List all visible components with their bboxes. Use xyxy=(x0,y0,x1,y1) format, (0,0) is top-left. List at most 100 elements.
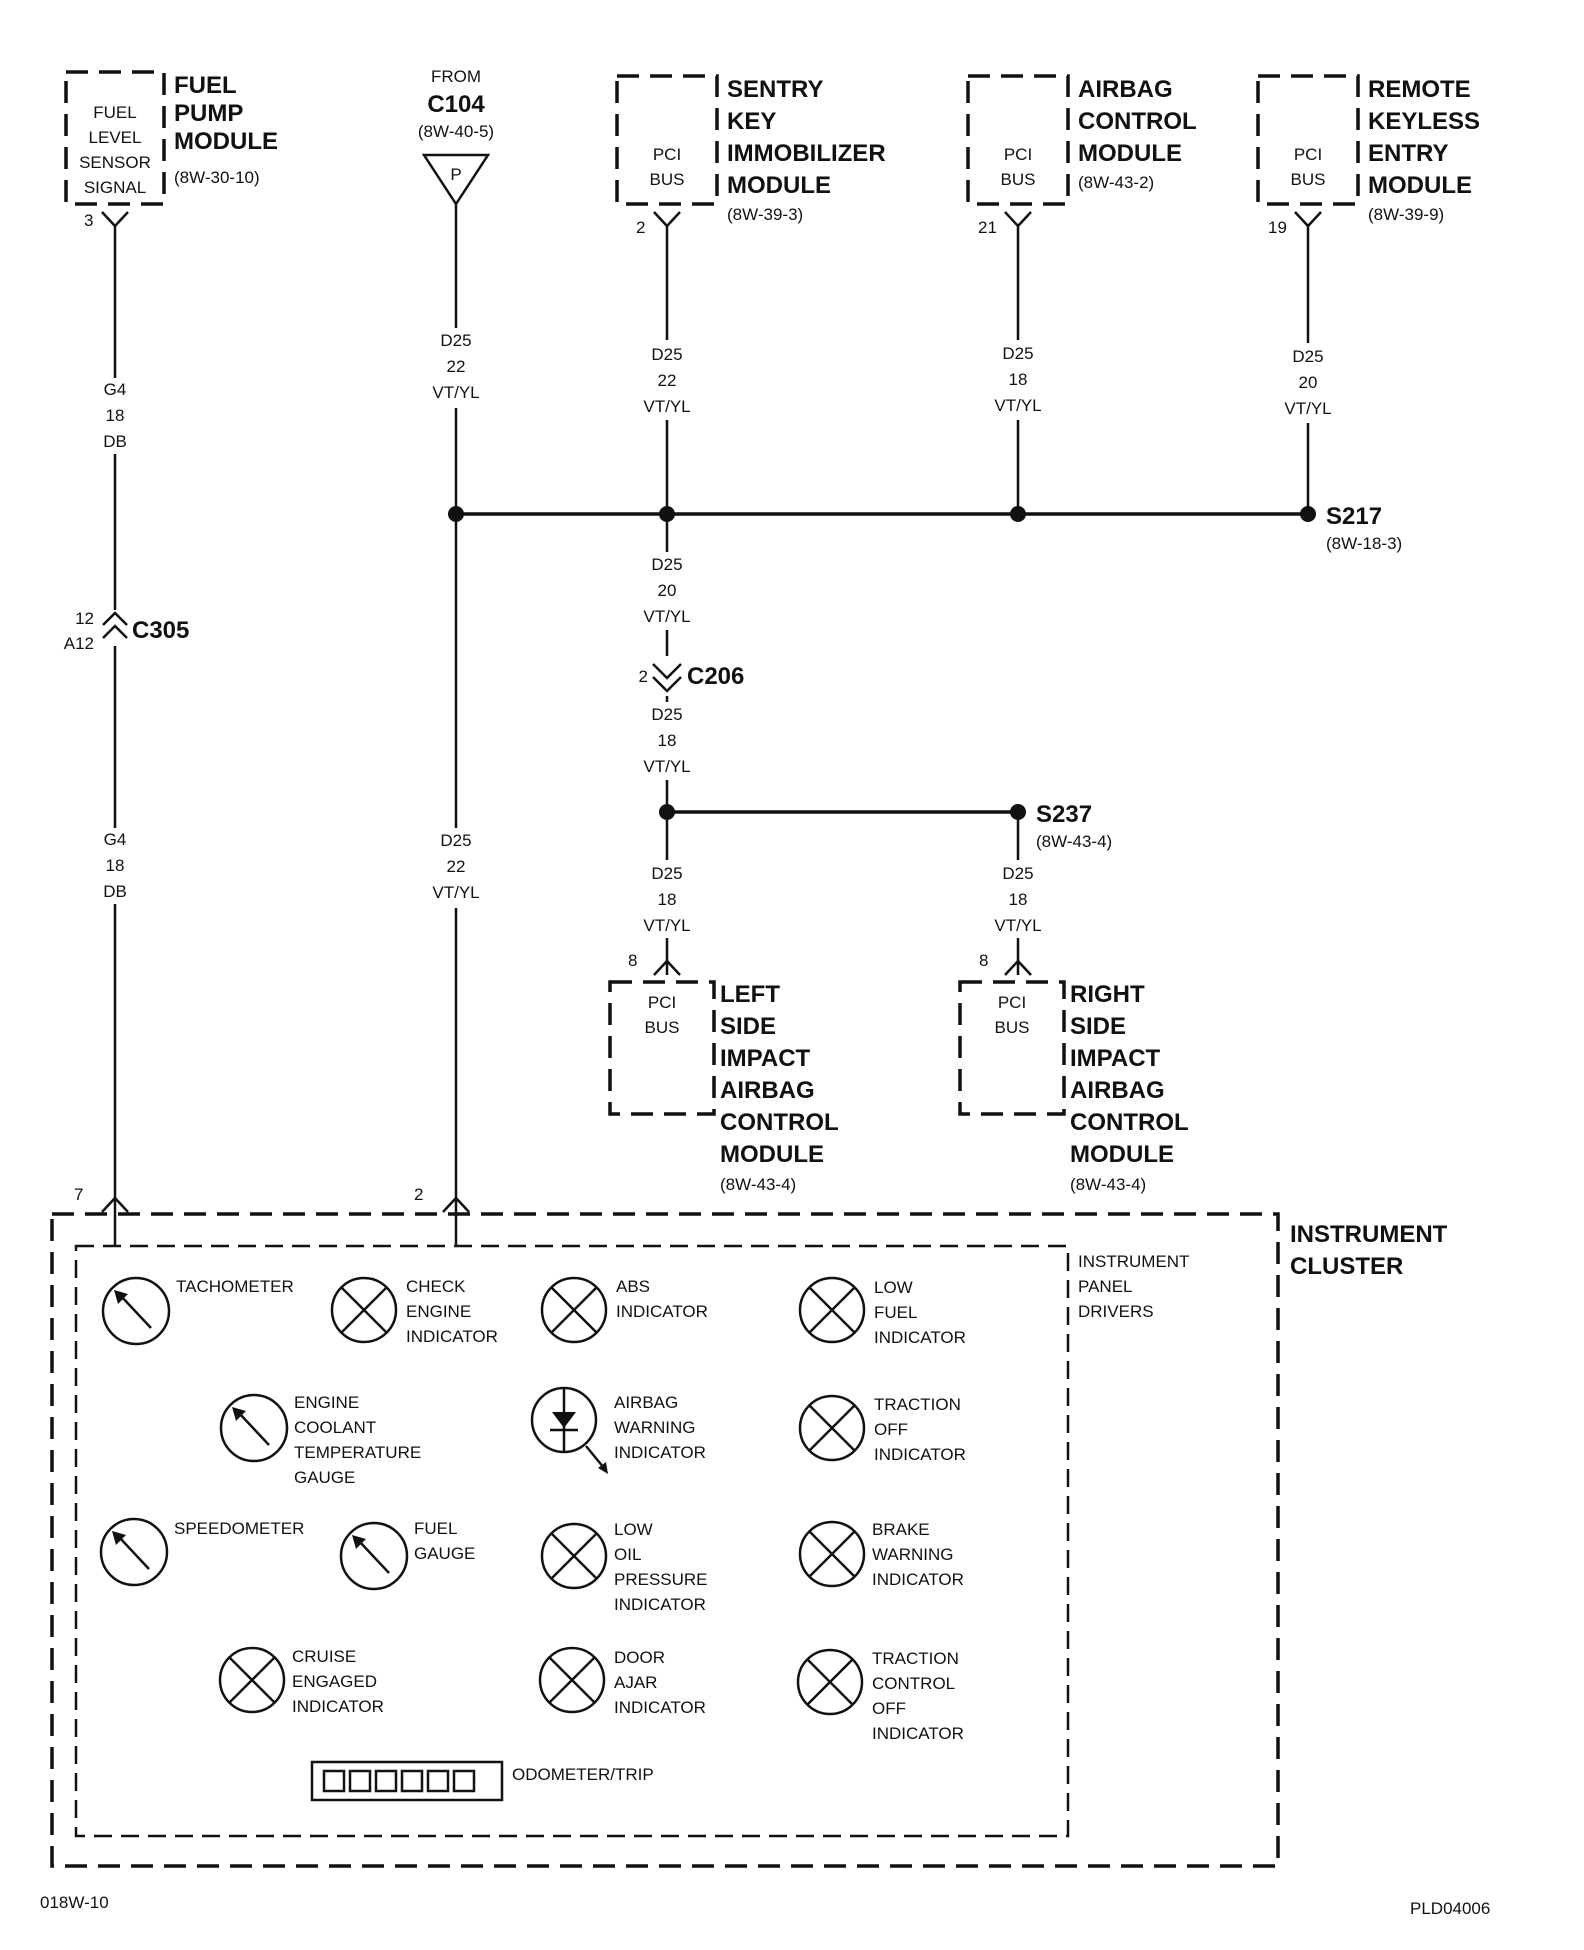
speedometer-label: SPEEDOMETER xyxy=(174,1519,304,1538)
lamp-cross xyxy=(808,1286,856,1334)
instrument-cluster: INSTRUMENT CLUSTER INSTRUMENT PANEL DRIV… xyxy=(50,1185,1448,1868)
lamp-cross xyxy=(550,1286,598,1334)
left-airbag-box-line: PCI xyxy=(648,993,676,1012)
fuel-wire-label: G4 xyxy=(104,380,127,399)
coolant-label: COOLANT xyxy=(294,1418,376,1437)
c104-wire-label: VT/YL xyxy=(432,383,479,402)
check-engine-label: ENGINE xyxy=(406,1302,471,1321)
traction-control-off-indicator: TRACTION CONTROL OFF INDICATOR xyxy=(796,1648,964,1743)
cruise-lamp-icon xyxy=(218,1646,286,1714)
odometer-display-icon xyxy=(310,1760,504,1802)
odometer-trip-display: ODOMETER/TRIP xyxy=(310,1760,654,1802)
splice-dot xyxy=(1010,506,1026,522)
cluster-pin-fuel: 7 xyxy=(74,1185,83,1204)
cluster-bus-terminal-icon xyxy=(442,1196,470,1213)
panel-drivers-label: INSTRUMENT xyxy=(1078,1252,1189,1271)
fuel-label-bg xyxy=(93,828,137,904)
right-airbag-title: CONTROL xyxy=(1070,1109,1189,1136)
gauge-needle xyxy=(238,1412,270,1446)
remote-box-line: PCI xyxy=(1294,145,1322,164)
airbag-title: CONTROL xyxy=(1078,108,1197,135)
c104-wire-label: VT/YL xyxy=(432,883,479,902)
lamp-cross xyxy=(808,1404,856,1452)
coolant-gauge-icon xyxy=(219,1393,289,1463)
remote-title: REMOTE xyxy=(1368,76,1471,103)
left-wire-label: D25 xyxy=(651,864,682,883)
remote-keyless-module: PCI BUS REMOTE KEYLESS ENTRY MODULE (8W-… xyxy=(1256,74,1480,237)
cluster-title: CLUSTER xyxy=(1290,1253,1403,1280)
gauge-needle xyxy=(120,1295,152,1329)
bus-wire-label: D25 xyxy=(651,555,682,574)
right-airbag-terminal-icon xyxy=(1004,959,1032,976)
traction-control-off-label: TRACTION xyxy=(872,1649,959,1668)
brake-warning-label: WARNING xyxy=(872,1545,954,1564)
fuel-gauge-label: FUEL xyxy=(414,1519,457,1538)
panel-drivers-label: PANEL xyxy=(1078,1277,1133,1296)
right-airbag-ref: (8W-43-4) xyxy=(1070,1175,1146,1194)
cruise-label: CRUISE xyxy=(292,1647,356,1666)
brake-warning-label: INDICATOR xyxy=(872,1570,964,1589)
c104-wire-label: 22 xyxy=(447,357,466,376)
fuel-gauge-icon xyxy=(339,1521,409,1591)
door-ajar-label: AJAR xyxy=(614,1673,657,1692)
fuel-pump-terminal-icon xyxy=(101,211,129,228)
cruise-engaged-indicator: CRUISE ENGAGED INDICATOR xyxy=(218,1646,384,1716)
remote-ref: (8W-39-9) xyxy=(1368,205,1444,224)
remote-wire-label: 20 xyxy=(1299,373,1318,392)
airbag-wire-label: 18 xyxy=(1009,370,1028,389)
sentry-ref: (8W-39-3) xyxy=(727,205,803,224)
airbag-wire-label: D25 xyxy=(1002,344,1033,363)
left-airbag-title: SIDE xyxy=(720,1013,776,1040)
left-airbag-title: IMPACT xyxy=(720,1045,811,1072)
cluster-pin-bus: 2 xyxy=(414,1185,423,1204)
c104-wire-label: 22 xyxy=(447,857,466,876)
footer-right-code: PLD04006 xyxy=(1410,1899,1490,1918)
c206-wire-label: D25 xyxy=(651,705,682,724)
fuel-pump-ref: (8W-30-10) xyxy=(174,168,260,187)
fuel-pump-title: FUEL xyxy=(174,72,237,99)
remote-title: KEYLESS xyxy=(1368,108,1480,135)
c104-label-bg xyxy=(426,828,486,908)
gauge-needle xyxy=(358,1540,390,1574)
speedometer-gauge-icon xyxy=(99,1517,169,1587)
left-airbag-terminal-icon xyxy=(653,959,681,976)
c104-ref: (8W-40-5) xyxy=(418,122,494,141)
fuel-wire-label: DB xyxy=(103,882,127,901)
airbag-warning-label: WARNING xyxy=(614,1418,696,1437)
c305-pin-bottom: A12 xyxy=(64,634,94,653)
lamp-cross xyxy=(550,1532,598,1580)
remote-keyless-module-box xyxy=(1256,74,1360,206)
door-ajar-indicator: DOOR AJAR INDICATOR xyxy=(538,1646,706,1717)
abs-lamp-icon xyxy=(540,1276,608,1344)
door-ajar-lamp-icon xyxy=(538,1646,606,1714)
engine-coolant-gauge: ENGINE COOLANT TEMPERATURE GAUGE xyxy=(219,1393,421,1487)
c206-connector: 2 C206 xyxy=(639,656,744,696)
traction-off-label: OFF xyxy=(874,1420,908,1439)
airbag-terminal-icon xyxy=(1004,211,1032,228)
airbag-warning-label: AIRBAG xyxy=(614,1393,678,1412)
lamp-cross xyxy=(228,1656,276,1704)
cluster-fuel-terminal-icon xyxy=(101,1196,129,1213)
check-engine-label: CHECK xyxy=(406,1277,466,1296)
remote-wire-label: D25 xyxy=(1292,347,1323,366)
gauge-needle xyxy=(118,1536,150,1570)
right-wire-label: D25 xyxy=(1002,864,1033,883)
low-oil-label: PRESSURE xyxy=(614,1570,708,1589)
sentry-wire-label: 22 xyxy=(658,371,677,390)
left-airbag-title: MODULE xyxy=(720,1141,824,1168)
c305-connector: 12 A12 C305 xyxy=(64,609,190,653)
right-airbag-title: MODULE xyxy=(1070,1141,1174,1168)
traction-control-off-lamp-icon xyxy=(796,1648,864,1716)
abs-label: ABS xyxy=(616,1277,650,1296)
lamp-cross xyxy=(548,1656,596,1704)
traction-off-label: INDICATOR xyxy=(874,1445,966,1464)
fuel-pump-module: FUEL LEVEL SENSOR SIGNAL FUEL PUMP MODUL… xyxy=(64,70,278,230)
gauge-needle-head xyxy=(232,1407,246,1421)
lamp-cross xyxy=(340,1286,388,1334)
c206-wire-label: VT/YL xyxy=(643,757,690,776)
cruise-label: ENGAGED xyxy=(292,1672,377,1691)
remote-title: MODULE xyxy=(1368,172,1472,199)
sentry-wire-label: VT/YL xyxy=(643,397,690,416)
tachometer-label: TACHOMETER xyxy=(176,1277,294,1296)
c305-bg xyxy=(104,610,126,646)
